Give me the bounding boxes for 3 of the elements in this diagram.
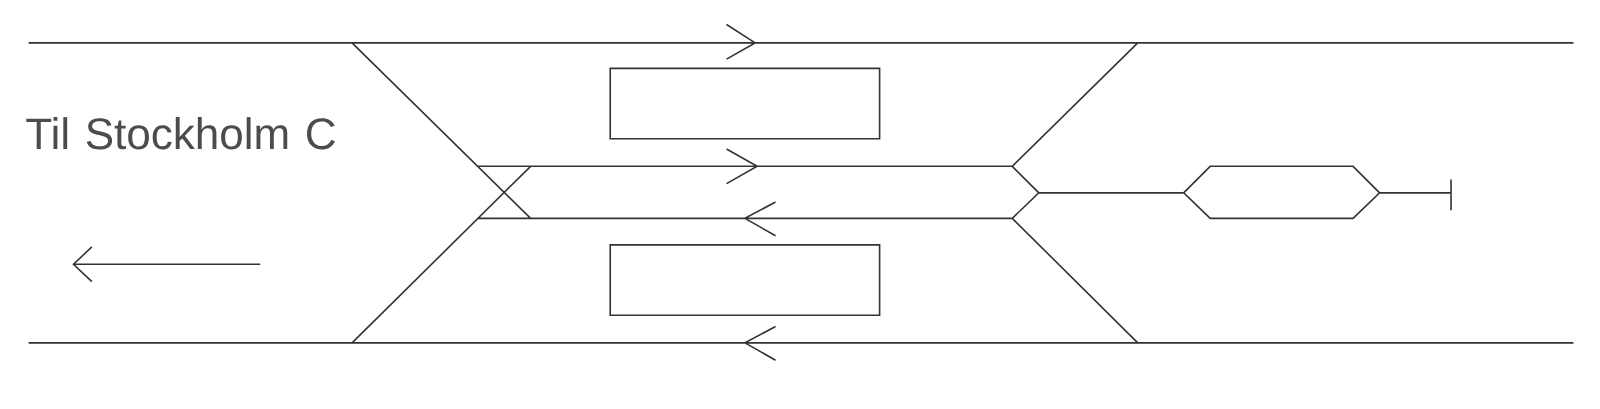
- platform-box: [609, 244, 881, 317]
- platform-box: [609, 67, 881, 140]
- destination-label: Til Stockholm C: [26, 117, 335, 150]
